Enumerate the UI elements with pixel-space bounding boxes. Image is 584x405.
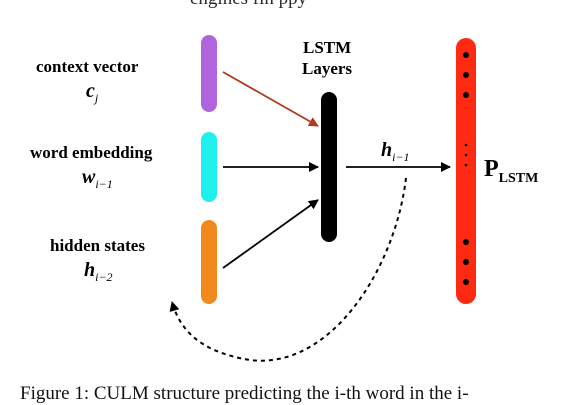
word-embedding-bar [201,132,217,202]
output-dots [463,52,469,285]
context-vector-bar [201,35,217,112]
word-embedding-symbol: wi−1 [82,166,113,191]
figure-caption: Figure 1: CULM structure predicting the … [20,383,469,404]
hidden-states-symbol: hi−2 [84,259,113,284]
output-bar [456,38,476,304]
hidden-states-bar [201,220,217,304]
word-embedding-label: word embedding [30,143,153,162]
recurrent-dashed-arrow [169,177,407,362]
lstm-title-line1: LSTM [303,38,352,57]
output-label: PLSTM [484,156,539,186]
hidden-to-lstm-arrow [222,199,319,269]
context-to-lstm-arrow [222,71,319,127]
header-fragment: engines fin ppy [190,0,307,10]
lstm-title-line2: Layers [302,59,353,78]
context-vector-label: context vector [36,57,139,76]
hidden-states-label: hidden states [50,236,145,255]
context-vector-symbol: cj [86,80,99,105]
lstm-bar [321,92,337,242]
output-arrow-symbol: hi−1 [381,139,410,164]
